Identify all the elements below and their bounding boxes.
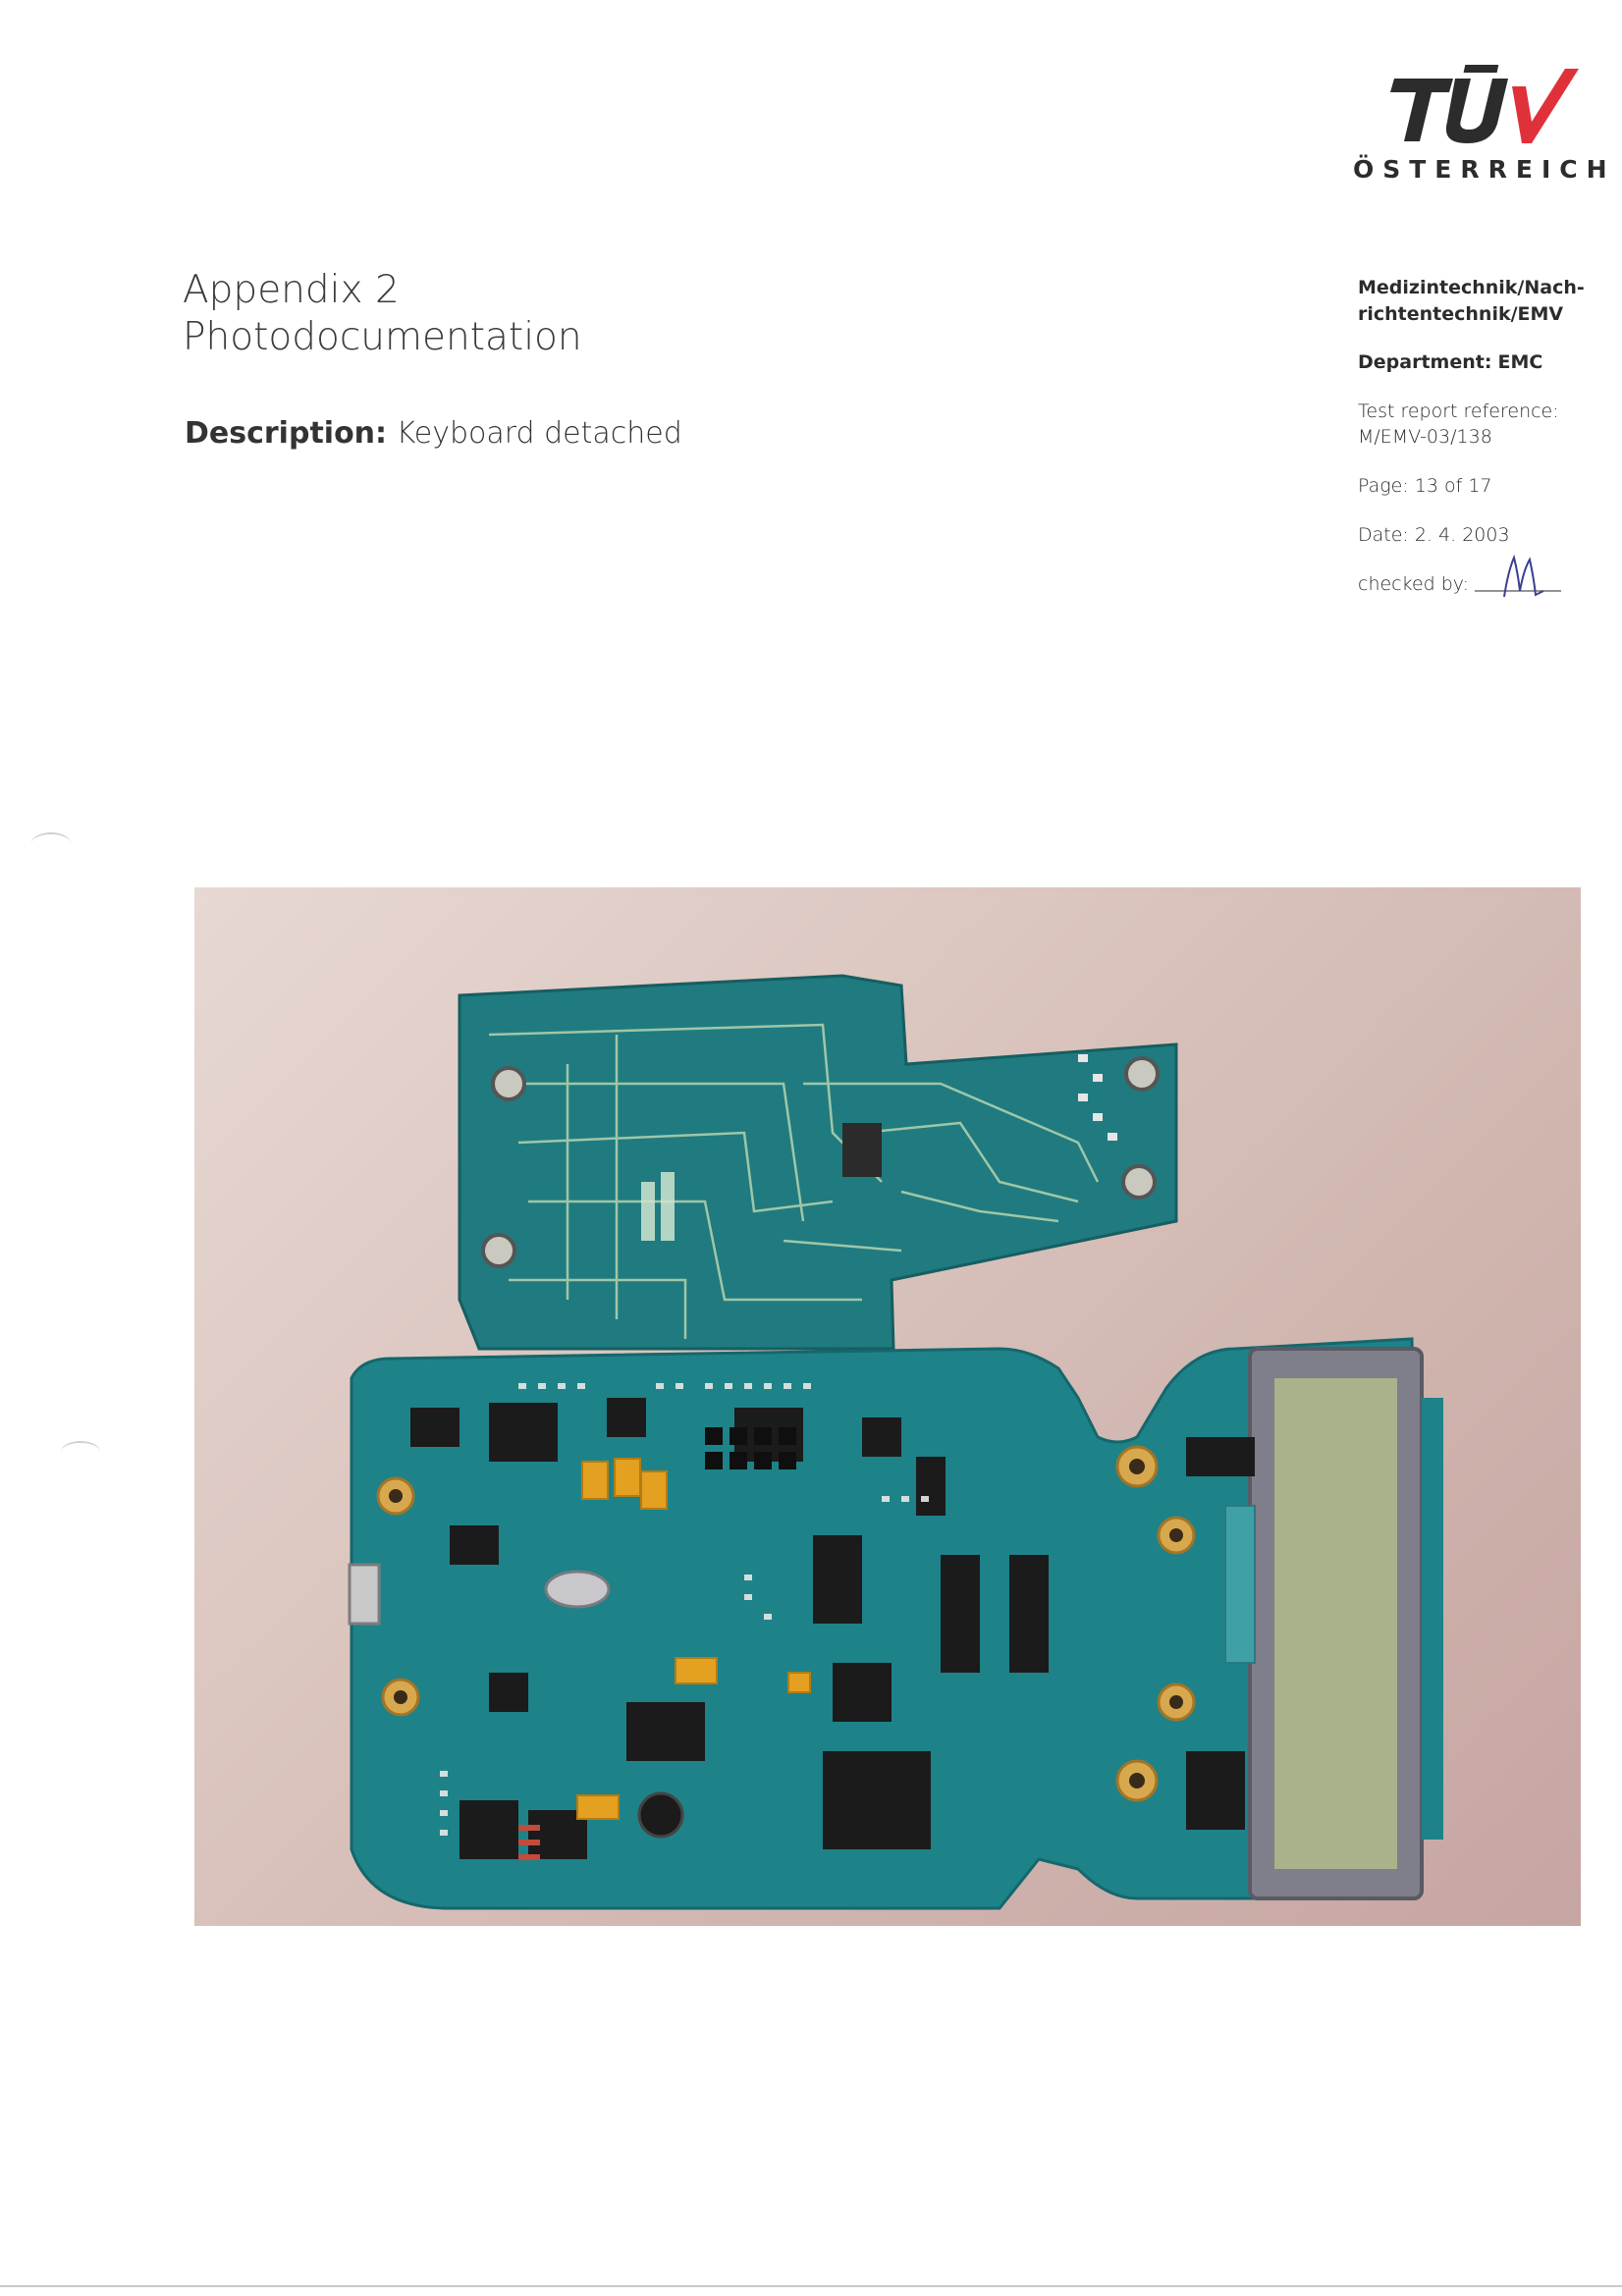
description-label: Description: [185,416,388,451]
checked-label: checked by: [1358,573,1470,595]
signature [1475,554,1562,598]
department-row: Department: EMC [1358,351,1542,373]
description-value: Keyboard detached [396,416,682,451]
page-title: Appendix 2 Photodocumentation [183,267,582,361]
report-label: Test report reference: [1358,400,1559,422]
report-reference: Test report reference: M/EMV-03/138 [1358,399,1559,450]
department-line-2: richtentechnik/EMV [1358,303,1564,325]
pcb-photo [194,887,1581,1926]
checked-by: checked by: [1358,552,1563,601]
date: Date: 2. 4. 2003 [1358,524,1510,546]
tuv-logo: ÖSTERREICH [1353,57,1616,194]
pcb-photo-illustration [348,974,1443,1910]
department-name: Medizintechnik/Nach- richtentechnik/EMV [1358,275,1585,328]
scan-mark [61,1441,100,1463]
department-value: EMC [1497,351,1543,373]
page-bottom-edge [0,2285,1622,2287]
scan-mark [31,832,71,854]
tuv-logo-mark [1390,65,1579,143]
report-value: M/EMV-03/138 [1358,426,1492,448]
title-line-1: Appendix 2 [183,268,400,312]
department-label: Department: [1358,351,1492,373]
department-line-1: Medizintechnik/Nach- [1358,277,1585,298]
page-number: Page: 13 of 17 [1358,475,1492,497]
description: Description: Keyboard detached [185,416,682,451]
logo-subtitle: ÖSTERREICH [1353,155,1616,184]
title-line-2: Photodocumentation [183,315,582,359]
